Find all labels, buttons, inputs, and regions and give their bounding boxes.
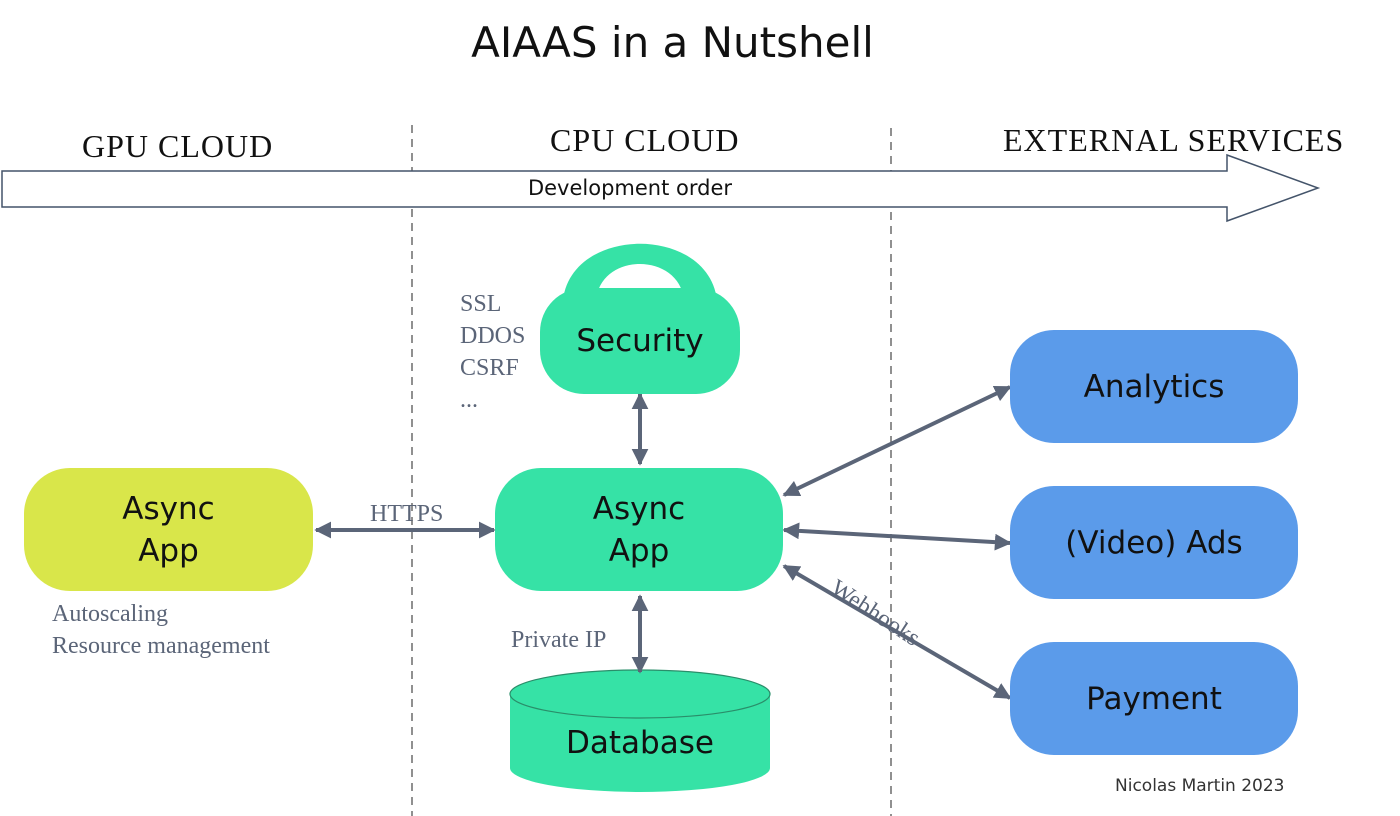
video-ads-label: (Video) Ads [1065, 524, 1243, 561]
development-arrow [1, 153, 1321, 223]
cpu-async-app-label-line2: App [608, 532, 670, 569]
video-ads-service: (Video) Ads [1010, 486, 1298, 599]
security-note-more: ... [460, 387, 478, 413]
security-notes: SSL DDOS CSRF ... [460, 288, 525, 416]
analytics-label: Analytics [1083, 368, 1225, 405]
payment-arrow [782, 564, 1012, 700]
security-note-ssl: SSL [460, 291, 502, 317]
gpu-async-app: Async App [24, 468, 313, 591]
author-credit: Nicolas Martin 2023 [1115, 776, 1285, 796]
gpu-async-app-label-line1: Async [122, 490, 215, 527]
development-arrow-label: Development order [527, 176, 733, 200]
cpu-async-app-label-line1: Async [592, 490, 686, 527]
private-ip-label: Private IP [511, 627, 607, 653]
gpu-async-app-label-line2: App [138, 532, 199, 569]
payment-service: Payment [1010, 642, 1298, 755]
security-note-ddos: DDOS [460, 323, 526, 349]
analytics-arrow [782, 385, 1012, 497]
database-cylinder [509, 669, 771, 792]
database-label: Database [566, 725, 714, 761]
lock-shackle-icon [563, 243, 717, 300]
analytics-service: Analytics [1010, 330, 1298, 443]
ads-arrow [782, 522, 1012, 551]
gpu-note-resource-management: Resource management [52, 633, 270, 659]
security-lock: Security [540, 288, 740, 394]
https-label: HTTPS [370, 501, 444, 527]
gpu-notes: Autoscaling Resource management [52, 598, 270, 662]
column-header-cpu: CPU CLOUD [550, 122, 740, 158]
gpu-note-autoscaling: Autoscaling [52, 601, 168, 627]
security-note-csrf: CSRF [460, 355, 519, 381]
column-header-external: EXTERNAL SERVICES [1003, 122, 1345, 158]
security-label: Security [576, 323, 704, 359]
page-title: AIAAS in a Nutshell [471, 18, 874, 67]
payment-label: Payment [1086, 680, 1222, 717]
column-header-gpu: GPU CLOUD [82, 128, 274, 164]
cpu-async-app: Async App [495, 468, 783, 591]
